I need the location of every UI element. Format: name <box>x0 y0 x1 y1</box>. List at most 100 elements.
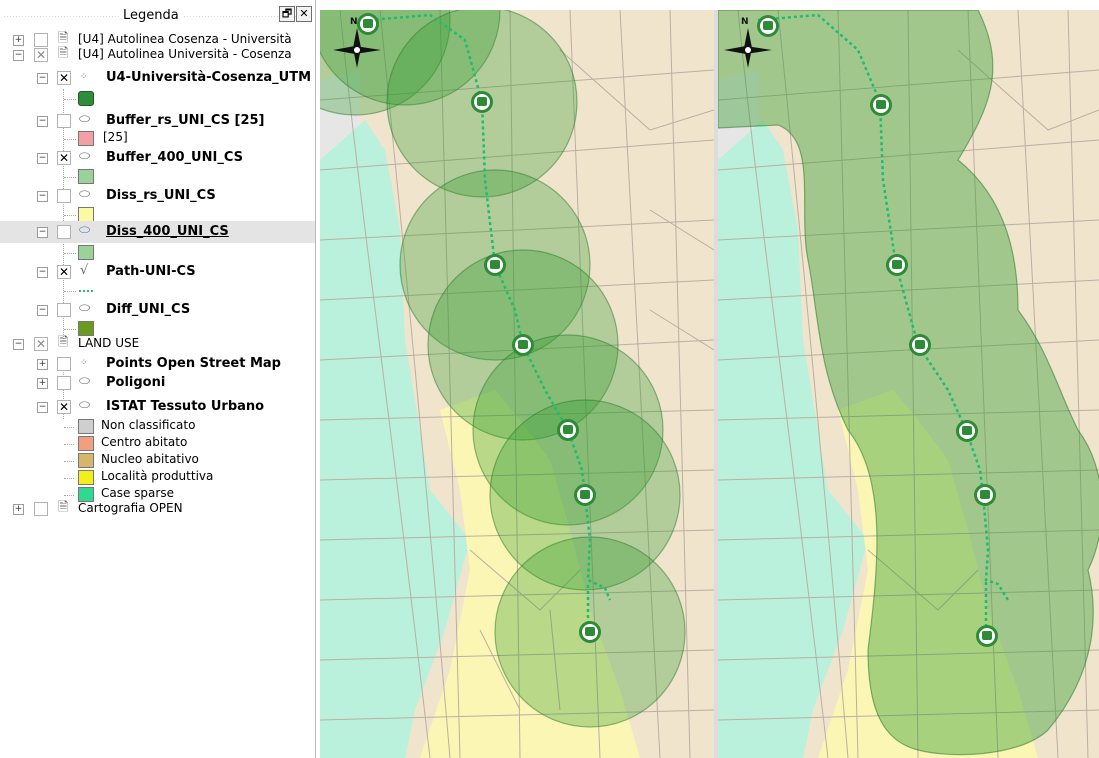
map-right-svg: N <box>718 10 1099 758</box>
symbol-row: [25] <box>0 129 315 149</box>
bus-stop-icon[interactable] <box>574 484 596 506</box>
collapse-icon[interactable]: − <box>37 267 48 278</box>
symbol-row <box>0 319 315 339</box>
expand-icon[interactable]: + <box>13 504 24 515</box>
expand-icon[interactable]: + <box>37 378 48 389</box>
bus-stop-icon[interactable] <box>757 15 779 37</box>
buffer-400-swatch <box>78 169 94 184</box>
close-panel-button[interactable]: ✕ <box>296 6 312 22</box>
group-folder-icon: 🗎 <box>58 500 69 515</box>
polygon-layer-icon: ⬭ <box>79 187 91 202</box>
category-label: Case sparse <box>101 486 174 500</box>
layer-checkbox[interactable]: ✕ <box>34 337 48 351</box>
category-swatch <box>78 487 94 502</box>
collapse-icon[interactable]: − <box>37 116 48 127</box>
layer-checkbox[interactable]: ✕ <box>57 400 71 414</box>
layer-checkbox[interactable] <box>57 225 71 239</box>
symbol-row <box>0 167 315 187</box>
polygon-layer-icon: ⬭ <box>79 112 91 127</box>
layer-row[interactable]: − ✕ ⬭ Buffer_400_UNI_CS <box>0 149 315 169</box>
category-swatch <box>78 419 94 434</box>
collapse-icon[interactable]: − <box>13 50 24 61</box>
bus-stop-icon[interactable] <box>974 484 996 506</box>
map-canvas-right[interactable]: N <box>718 10 1099 758</box>
category-row: Località produttiva <box>0 468 315 488</box>
layer-checkbox[interactable] <box>34 33 48 47</box>
point-layer-icon: ⁘ <box>80 358 88 368</box>
layer-row[interactable]: − ⬭ Diss_rs_UNI_CS <box>0 187 315 207</box>
point-layer-icon: ⁘ <box>80 72 88 82</box>
bus-stop-icon[interactable] <box>909 334 931 356</box>
line-layer-icon: √ <box>80 263 89 278</box>
layer-group-row[interactable]: − ✕ 🗎 [U4] Autolinea Università - Cosenz… <box>0 46 315 66</box>
legend-panel: Legenda 🗗 ✕ + 🗎 [U4] Autolinea Cosenza -… <box>0 0 316 758</box>
layer-group-row[interactable]: − ✕ 🗎 LAND USE <box>0 335 315 355</box>
float-panel-button[interactable]: 🗗 <box>279 6 295 22</box>
expand-icon[interactable]: + <box>37 359 48 370</box>
bus-stop-icon[interactable] <box>976 625 998 647</box>
layer-checkbox[interactable]: ✕ <box>57 265 71 279</box>
polygon-layer-icon: ⬭ <box>79 374 91 389</box>
symbol-row <box>0 89 315 109</box>
layer-row-selected[interactable]: − ⬭ Diss_400_UNI_CS <box>0 221 315 243</box>
category-label: Località produttiva <box>101 469 214 483</box>
layer-row[interactable]: − ⬭ Buffer_rs_UNI_CS [25] <box>0 112 315 132</box>
layer-row[interactable]: + ⁘ Points Open Street Map <box>0 355 315 375</box>
layer-checkbox[interactable]: ✕ <box>34 48 48 62</box>
map-canvas-left[interactable]: N <box>320 10 714 758</box>
collapse-icon[interactable]: − <box>37 73 48 84</box>
layer-checkbox[interactable] <box>57 303 71 317</box>
bus-stop-icon[interactable] <box>357 13 379 35</box>
layer-checkbox[interactable] <box>57 114 71 128</box>
legend-titlebar: Legenda <box>4 6 310 26</box>
collapse-icon[interactable]: − <box>37 227 48 238</box>
expand-icon[interactable]: + <box>13 35 24 46</box>
north-label: N <box>741 17 749 27</box>
bus-stop-icon[interactable] <box>956 420 978 442</box>
category-row: Non classificato <box>0 417 315 437</box>
map-divider[interactable] <box>714 10 718 758</box>
layer-checkbox[interactable] <box>57 376 71 390</box>
layer-label: Buffer_400_UNI_CS <box>106 150 243 165</box>
layer-row[interactable]: − ⬭ Diff_UNI_CS <box>0 301 315 321</box>
bus-stop-icon[interactable] <box>557 419 579 441</box>
bus-stop-icon[interactable] <box>512 334 534 356</box>
group-folder-icon: 🗎 <box>58 31 69 46</box>
category-row: Nucleo abitativo <box>0 451 315 471</box>
layer-checkbox[interactable] <box>57 357 71 371</box>
layer-label: Poligoni <box>106 375 166 390</box>
bus-stop-icon[interactable] <box>579 621 601 643</box>
symbol-row <box>0 243 315 263</box>
layer-checkbox[interactable] <box>34 502 48 516</box>
category-row: Centro abitato <box>0 434 315 454</box>
symbol-label: [25] <box>103 130 128 144</box>
layer-label: [U4] Autolinea Università - Cosenza <box>78 47 292 61</box>
layer-row[interactable]: + ⬭ Poligoni <box>0 374 315 394</box>
category-row: Case sparse <box>0 485 315 505</box>
layer-group-row[interactable]: + 🗎 [U4] Autolinea Cosenza - Università <box>0 31 315 51</box>
collapse-icon[interactable]: − <box>37 191 48 202</box>
layer-row[interactable]: − ✕ √ Path-UNI-CS <box>0 263 315 283</box>
collapse-icon[interactable]: − <box>37 153 48 164</box>
bus-stop-icon[interactable] <box>886 254 908 276</box>
bus-stop-icon[interactable] <box>870 94 892 116</box>
layer-row[interactable]: − ✕ ⬭ ISTAT Tessuto Urbano <box>0 398 315 418</box>
layer-checkbox[interactable]: ✕ <box>57 71 71 85</box>
bus-stop-icon[interactable] <box>484 254 506 276</box>
collapse-icon[interactable]: − <box>37 305 48 316</box>
diss-rs-swatch <box>78 207 94 222</box>
layer-group-row[interactable]: + 🗎 Cartografia OPEN <box>0 500 315 520</box>
layer-checkbox[interactable]: ✕ <box>57 151 71 165</box>
layer-row[interactable]: − ✕ ⁘ U4-Università-Cosenza_UTM <box>0 69 315 89</box>
north-arrow-icon: N <box>724 17 772 68</box>
collapse-icon[interactable]: − <box>13 339 24 350</box>
symbol-row <box>0 281 315 301</box>
collapse-icon[interactable]: − <box>37 402 48 413</box>
category-swatch <box>78 470 94 485</box>
legend-title: Legenda <box>119 8 183 23</box>
layer-checkbox[interactable] <box>57 189 71 203</box>
polygon-layer-icon: ⬭ <box>79 149 91 164</box>
bus-stop-icon[interactable] <box>471 91 493 113</box>
layer-label: Cartografia OPEN <box>78 501 183 515</box>
north-arrow-icon: N <box>333 17 381 68</box>
